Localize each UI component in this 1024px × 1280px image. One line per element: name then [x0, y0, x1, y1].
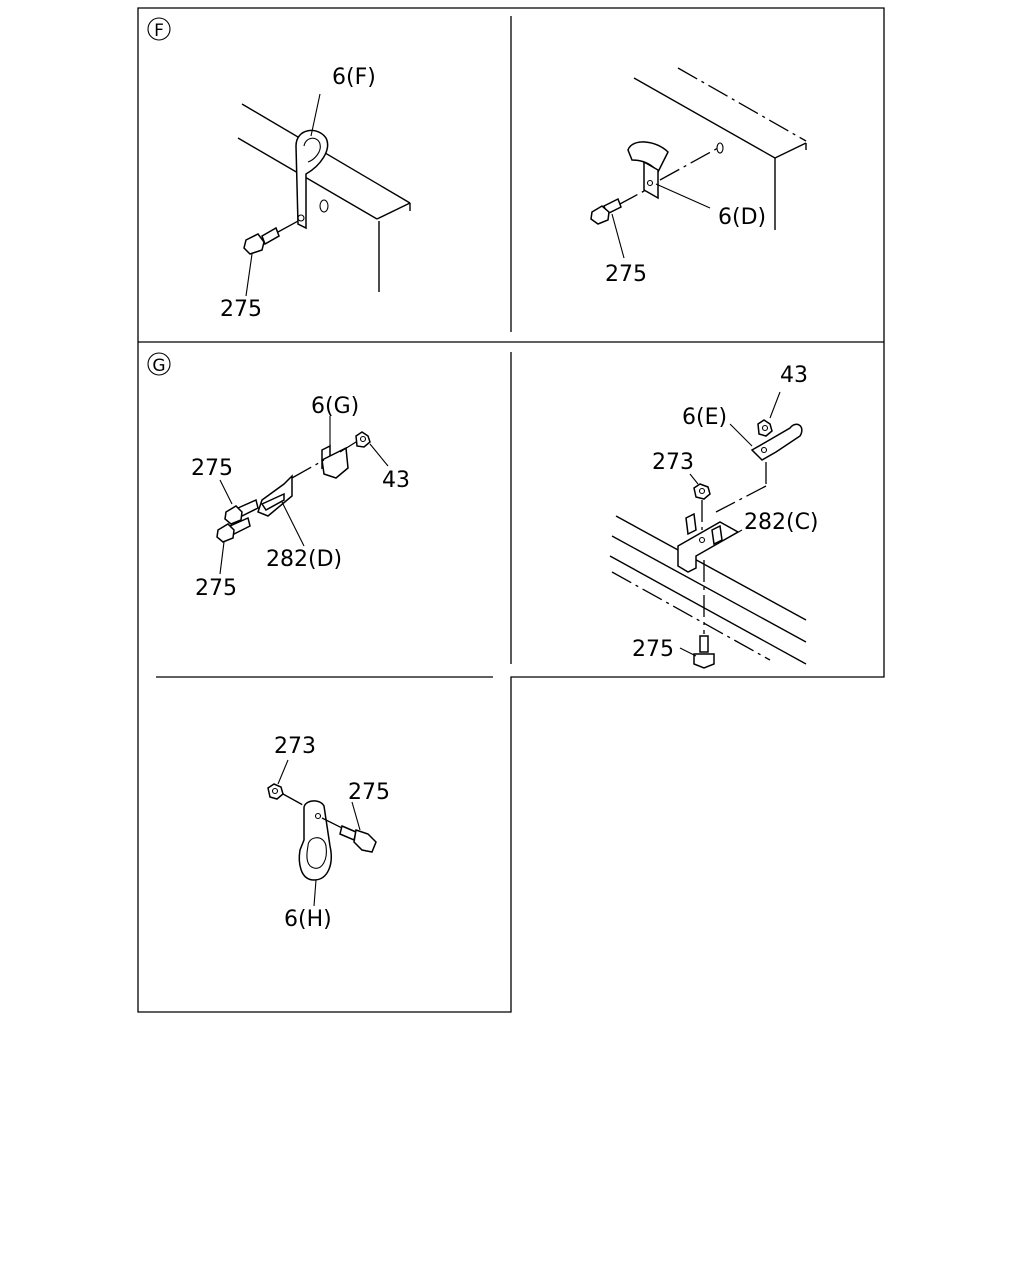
label-h-bolt: 275 — [348, 780, 390, 805]
section-marker-g: G — [147, 352, 171, 376]
bracket-6d — [627, 141, 669, 200]
label-g-right-bracket: 6(E) — [682, 405, 727, 430]
panel-f-right: 6(D) 275 — [590, 67, 807, 287]
bracket-6e — [750, 423, 803, 461]
label-h-nut: 273 — [274, 734, 316, 759]
label-g-right-plate: 282(C) — [744, 510, 819, 535]
plate-282c — [677, 512, 740, 573]
label-g-left-plate: 282(D) — [266, 547, 342, 572]
label-f-right-bolt: 275 — [605, 262, 647, 287]
panel-g-left: 6(G) 43 275 282(D) 275 — [191, 394, 410, 601]
label-g-left-bolt-bottom: 275 — [195, 576, 237, 601]
label-f-left-bolt: 275 — [220, 297, 262, 322]
nut-273-h — [267, 783, 284, 800]
section-marker-f: F — [147, 17, 171, 41]
diagram-frame — [137, 7, 885, 1013]
bracket-6f — [295, 129, 329, 230]
label-f-left-bracket: 6(F) — [332, 65, 376, 90]
plate-282d — [257, 459, 325, 517]
label-g-right-nut: 273 — [652, 450, 694, 475]
panel-f-left: 6(F) 275 — [220, 65, 411, 322]
bracket-6g — [321, 444, 349, 479]
bolt-275-g-left-bottom — [216, 516, 251, 543]
label-f-right-bracket: 6(D) — [718, 205, 766, 230]
nut-43-g-left — [339, 431, 371, 453]
nut-43-g-right — [757, 419, 773, 437]
label-g-left-bracket: 6(G) — [311, 394, 359, 419]
bracket-6h — [298, 800, 332, 881]
nut-273-g-right — [693, 483, 711, 500]
bolt-275-f-left — [243, 219, 301, 255]
label-g-left-nut: 43 — [382, 468, 410, 493]
bolt-275-h — [321, 817, 377, 853]
section-marker-f-text: F — [154, 21, 164, 41]
label-g-left-bolt-top: 275 — [191, 456, 233, 481]
bolt-275-g-right — [693, 560, 715, 669]
panel-h: 273 275 6(H) — [267, 734, 390, 932]
label-g-right-nut-top: 43 — [780, 363, 808, 388]
section-marker-g-text: G — [152, 356, 165, 376]
bolt-275-f-right — [590, 189, 647, 225]
bolt-275-g-left-top — [224, 498, 259, 525]
panel-g-right: 43 6(E) 273 282(C) 275 — [609, 363, 819, 669]
label-h-bracket: 6(H) — [284, 907, 332, 932]
label-g-right-bolt: 275 — [632, 637, 674, 662]
